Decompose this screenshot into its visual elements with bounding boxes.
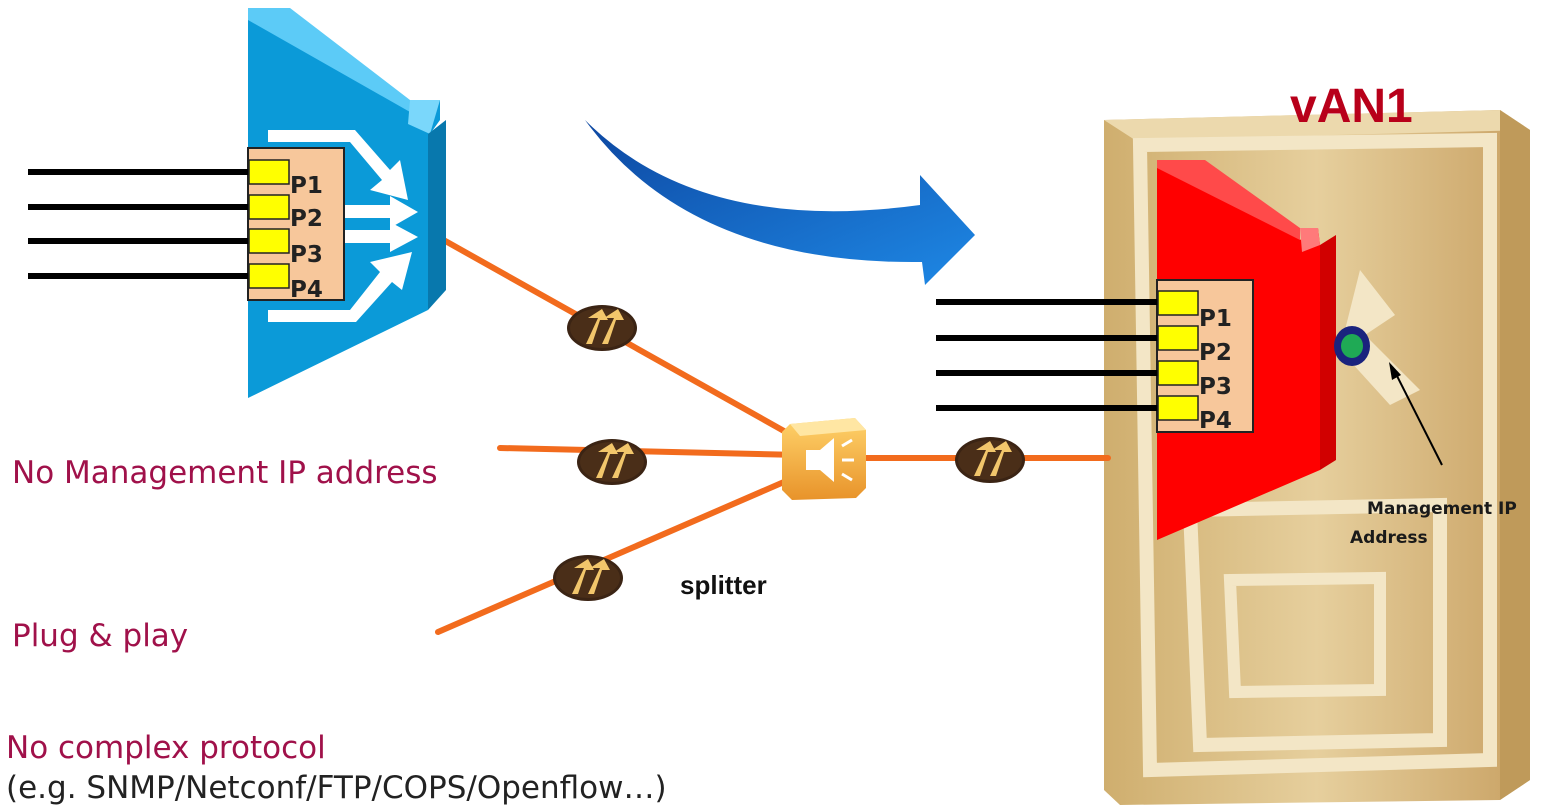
left-port-label-4: P4 (290, 277, 323, 303)
onu-icon-right (955, 437, 1025, 483)
splitter-label: splitter (680, 570, 767, 600)
management-ip-label-line1: Management IP (1367, 499, 1517, 519)
left-port-label-2: P2 (290, 206, 323, 232)
onu-icon-upper (567, 305, 637, 351)
right-port-slots (1157, 290, 1199, 421)
note-no-management-ip: No Management IP address (12, 455, 438, 491)
left-port-label-3: P3 (290, 242, 323, 268)
device-title: vAN1 (1290, 80, 1413, 133)
onu-icon-lower (553, 555, 623, 601)
right-port-label-2: P2 (1199, 340, 1232, 366)
management-ip-label-line2: Address (1350, 528, 1428, 548)
left-port-cables (28, 169, 250, 279)
fiber-links (435, 235, 1111, 635)
right-port-label-3: P3 (1199, 374, 1232, 400)
management-pointer-arrow (1389, 362, 1443, 466)
management-port-icon (1334, 326, 1370, 366)
left-access-node (247, 8, 446, 398)
left-port-label-1: P1 (290, 173, 323, 199)
note-no-complex-protocol: No complex protocol (6, 730, 326, 766)
note-plug-and-play: Plug & play (12, 618, 189, 654)
onu-icon-middle (577, 439, 647, 485)
speaker-splitter-icon (782, 418, 866, 500)
right-port-label-4: P4 (1199, 408, 1232, 434)
curved-arrow-icon (585, 120, 975, 285)
right-port-label-1: P1 (1199, 306, 1232, 332)
right-port-cables (936, 299, 1160, 411)
left-port-slots (248, 159, 290, 289)
note-protocol-examples: (e.g. SNMP/Netconf/FTP/COPS/Openflow…) (6, 770, 667, 806)
right-virtual-access-node (1156, 160, 1336, 540)
